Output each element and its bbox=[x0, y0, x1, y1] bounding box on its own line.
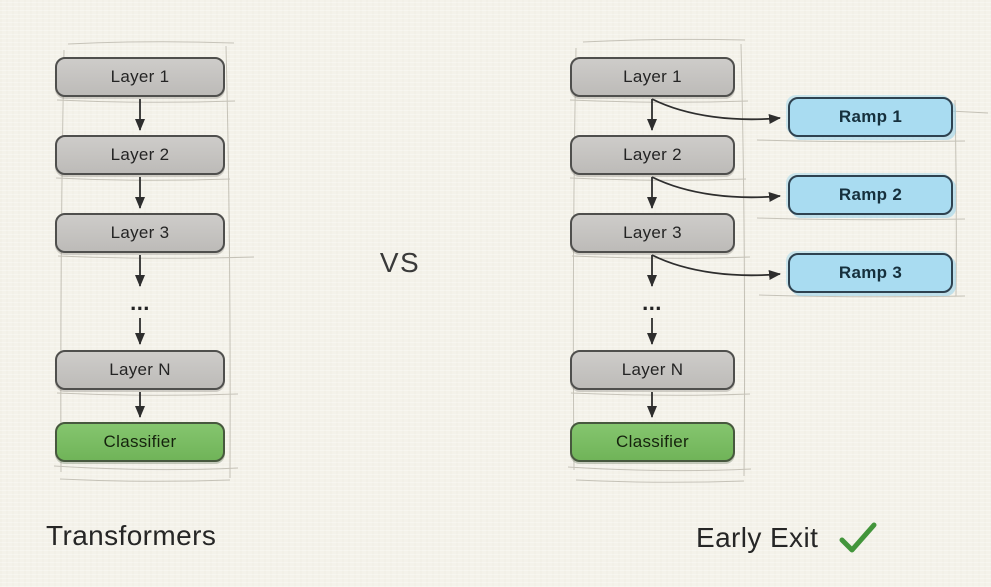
ellipsis: ... bbox=[130, 290, 150, 315]
ramp-box: Ramp 1 bbox=[788, 97, 953, 137]
layer-box: Layer N bbox=[570, 350, 735, 390]
ramp-arrows bbox=[651, 98, 781, 280]
ramp-box: Ramp 3 bbox=[788, 253, 953, 293]
layer-box: Layer N bbox=[55, 350, 225, 390]
layer-box: Layer 3 bbox=[570, 213, 735, 253]
layer-box: Layer 2 bbox=[570, 135, 735, 175]
right-caption-text: Early Exit bbox=[696, 522, 819, 553]
checkmark-icon bbox=[839, 522, 877, 553]
vs-label: VS bbox=[379, 247, 421, 278]
layer-box: Layer 2 bbox=[55, 135, 225, 175]
ellipsis: ... bbox=[642, 290, 662, 315]
layer-box: Layer 1 bbox=[570, 57, 735, 97]
layer-box: Layer 3 bbox=[55, 213, 225, 253]
ramp-box: Ramp 2 bbox=[788, 175, 953, 215]
classifier-box: Classifier bbox=[570, 422, 735, 462]
layer-box: Layer 1 bbox=[55, 57, 225, 97]
left-caption: Transformers bbox=[46, 520, 217, 551]
right-caption: Early Exit bbox=[696, 520, 878, 556]
classifier-box: Classifier bbox=[55, 422, 225, 462]
